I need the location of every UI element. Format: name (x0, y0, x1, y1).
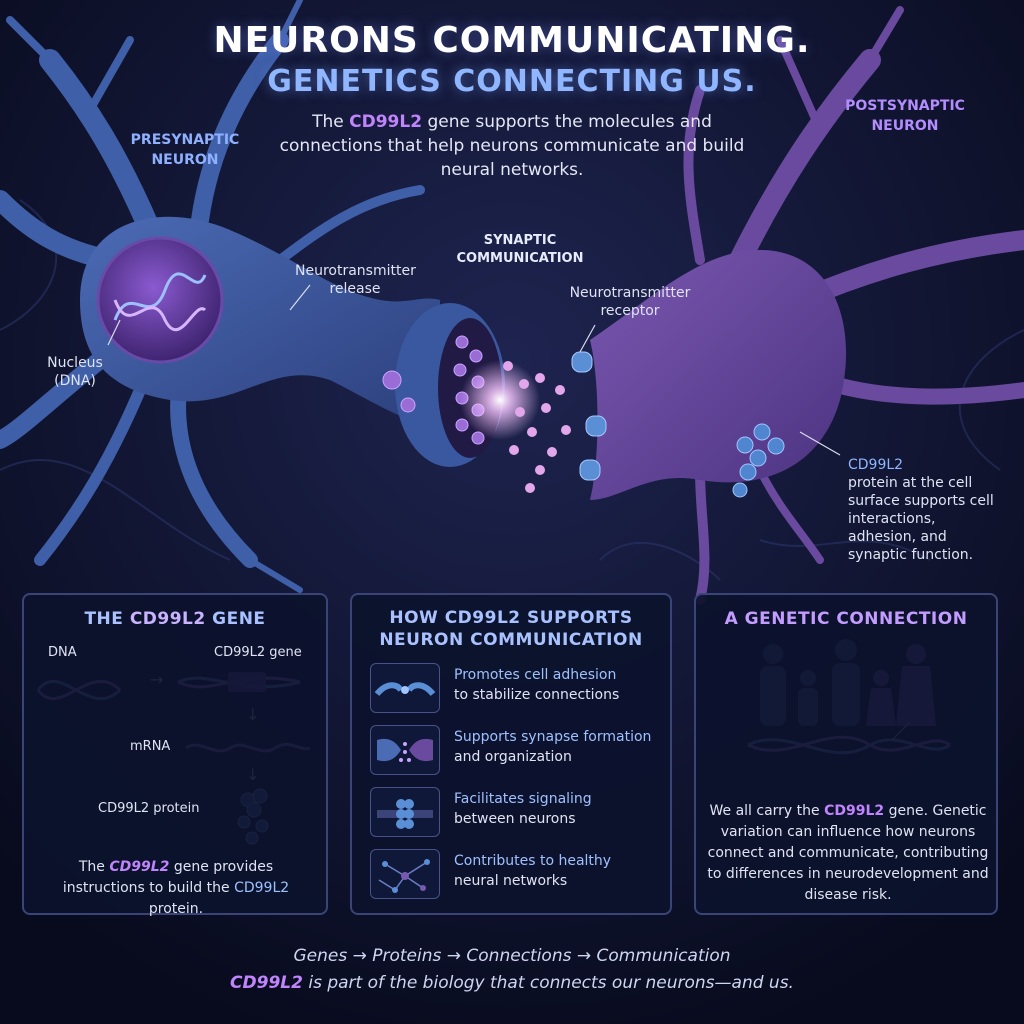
support-item-text: Promotes cell adhesion to stabilize conne… (454, 665, 674, 705)
release-label: Neurotransmitter release (295, 263, 416, 297)
gene-desc-gene: CD99L2 (109, 859, 170, 875)
gene-desc-mid: gene provides instructions to build the (62, 859, 274, 896)
gene-panel: THE CD99L2 GENE DNA CD99L2 gene mRNA CD9… (22, 593, 328, 917)
signaling-icon (370, 787, 440, 837)
gene-panel-desc: The CD99L2 gene provides instructions to… (36, 857, 316, 920)
connection-desc-prefix: We all carry the (709, 803, 825, 819)
support-item-highlight: Supports synapse formation (454, 729, 652, 745)
intro-text: The CD99L2 gene supports the molecules a… (262, 110, 762, 182)
support-item-highlight: Promotes cell adhesion (454, 667, 617, 683)
synapse-icon (370, 725, 440, 775)
connection-panel: A GENETIC CONNECTION We all carry the CD… (694, 593, 998, 915)
main-subtitle: GENETICS CONNECTING US. (267, 64, 757, 99)
adhesion-icon (370, 663, 440, 713)
receptor-label: Neurotransmitter receptor (569, 285, 691, 319)
intro-prefix: The (312, 112, 350, 132)
presynaptic-label: PRESYNAPTIC NEURON (130, 132, 240, 168)
leader-lines (107, 284, 841, 456)
receptors (571, 351, 607, 481)
network-icon (370, 849, 440, 899)
dna-label: DNA (48, 645, 77, 660)
connection-desc-suffix: gene. Genetic variation can influence ho… (707, 803, 989, 903)
footer-flow: Genes → Proteins → Connections → Communi… (293, 946, 731, 966)
support-panel: HOW CD99L2 SUPPORTS NEURON COMMUNICATION… (350, 593, 672, 915)
gene-desc-suffix: protein. (148, 901, 204, 917)
gene-desc-protein: CD99L2 (234, 880, 290, 896)
support-item-adhesion: Promotes cell adhesion to stabilize conne… (370, 663, 670, 713)
postsynaptic-label: POSTSYNAPTIC NEURON (845, 98, 965, 134)
support-item-text: Contributes to healthy neural networks (454, 851, 674, 891)
gene-desc-prefix: The (78, 859, 110, 875)
mrna-label: mRNA (130, 739, 171, 754)
gene-panel-title: THE CD99L2 GENE (24, 609, 326, 629)
main-title: NEURONS COMMUNICATING. (213, 20, 811, 61)
cd99l2-callout-title: CD99L2 (848, 457, 904, 473)
support-item-highlight: Contributes to healthy (454, 853, 612, 869)
footer-tagline: CD99L2 is part of the biology that conne… (0, 973, 1024, 993)
support-item-signaling: Facilitates signaling between neurons (370, 787, 670, 837)
support-item-highlight: Facilitates signaling (454, 791, 592, 807)
footer-tagline-rest: is part of the biology that connects our… (302, 973, 794, 993)
support-item-rest: and organization (454, 749, 572, 765)
support-item-network: Contributes to healthy neural networks (370, 849, 670, 899)
support-item-text: Facilitates signaling between neurons (454, 789, 674, 829)
support-item-rest: neural networks (454, 873, 568, 889)
postsynaptic-neuron (590, 6, 1024, 605)
synaptic-label: SYNAPTIC COMMUNICATION (456, 233, 584, 266)
nucleus-label: Nucleus (DNA) (47, 355, 103, 389)
support-panel-title: HOW CD99L2 SUPPORTS NEURON COMMUNICATION (379, 608, 643, 650)
protein-label: CD99L2 protein (98, 801, 200, 816)
connection-panel-desc: We all carry the CD99L2 gene. Genetic va… (706, 801, 990, 906)
gene-panel-title-suffix: GENE (205, 609, 266, 629)
connection-panel-title: A GENETIC CONNECTION (724, 609, 968, 629)
connection-desc-gene: CD99L2 (824, 803, 885, 819)
support-item-rest: to stabilize connections (454, 687, 620, 703)
intro-gene: CD99L2 (349, 112, 423, 132)
cd99l2-callout: CD99L2 protein at the cell surface suppo… (848, 456, 998, 564)
support-item-text: Supports synapse formation and organizati… (454, 727, 674, 767)
support-item-synapse: Supports synapse formation and organizati… (370, 725, 670, 775)
intro-suffix: gene supports the molecules and connecti… (279, 112, 745, 180)
cd99l2-protein-cluster (732, 423, 785, 498)
support-item-rest: between neurons (454, 811, 576, 827)
synaptic-flash (460, 360, 540, 440)
cd99l2-callout-desc: protein at the cell surface supports cel… (848, 475, 994, 563)
gene-label: CD99L2 gene (214, 645, 302, 660)
gene-panel-title-prefix: THE (84, 609, 130, 629)
gene-panel-title-gene: CD99L2 (129, 609, 206, 629)
neurotransmitters (503, 361, 571, 493)
nucleus (96, 236, 224, 364)
footer-gene: CD99L2 (230, 973, 303, 993)
